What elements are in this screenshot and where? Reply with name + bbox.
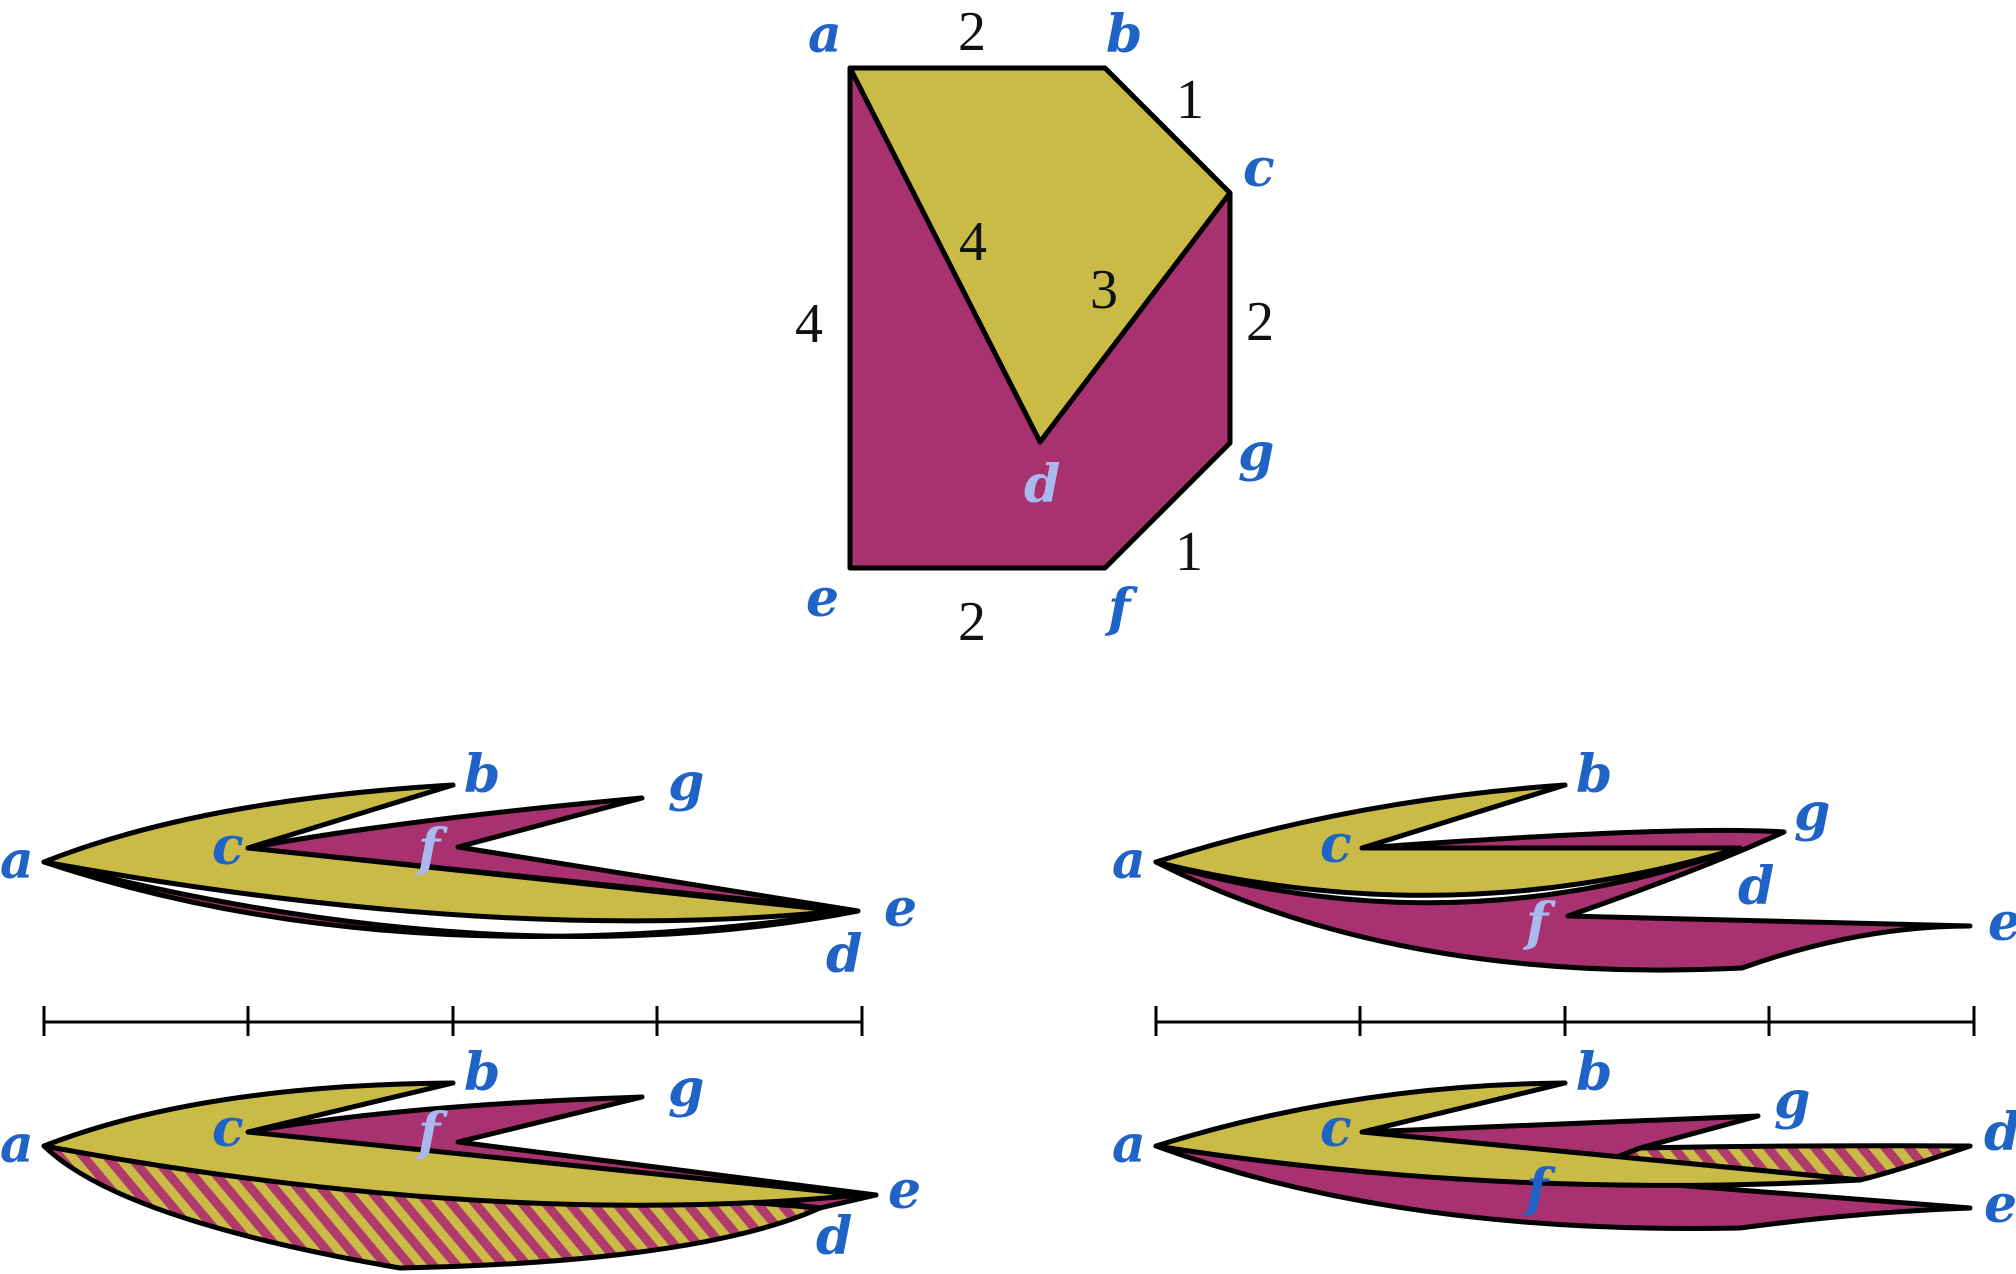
vertex-label-b: b [1576,1042,1612,1103]
vertex-label-a: a [0,1114,34,1175]
edge-length-dc: 3 [1090,259,1118,321]
vertex-label-g: g [1774,1070,1810,1131]
vertex-label-e: e [1984,1174,2016,1235]
vertex-label-c: c [1320,814,1352,875]
magenta-region [847,65,1233,571]
vertex-label-e: e [884,878,917,939]
vertex-label-c: c [1320,1098,1352,1159]
vertex-label-b: b [1576,744,1612,805]
edge-length-ab: 2 [958,1,986,63]
vertex-label-d: d [1738,856,1774,917]
vertex-label-g: g [668,1058,704,1119]
vertex-label-c: c [1243,138,1275,199]
vertex-label-e: e [806,568,839,629]
vertex-label-a: a [1112,1114,1146,1175]
vertex-label-d: d [1024,454,1060,515]
magenta-strip [1153,827,1973,973]
vertex-label-a: a [808,4,842,65]
edge-length-ad: 4 [959,211,987,273]
flat-polygon: a b c d e f g 2 1 2 1 2 4 4 3 [795,1,1275,653]
fold-bottom-left: a b c f g e d [0,1042,921,1271]
olive-strip [1153,1080,1863,1188]
vertex-label-c: c [212,816,244,877]
fold-top-right: a b c g d f e [1112,744,2016,973]
vertex-label-a: a [1112,830,1146,891]
vertex-label-d: d [826,924,862,985]
edge-length-fe: 2 [958,591,986,653]
ruler-right [1154,1006,1976,1036]
vertex-label-b: b [1106,4,1142,65]
vertex-label-e: e [1988,892,2016,953]
vertex-label-d: d [816,1206,852,1267]
vertex-label-g: g [668,752,704,813]
vertex-label-b: b [464,1042,500,1103]
edge-length-ea: 4 [795,293,823,355]
edge-length-gf: 1 [1175,521,1203,583]
vertex-label-b: b [464,744,500,805]
vertex-label-d: d [1984,1102,2016,1163]
fold-top-left: a b c f g e d [0,744,917,985]
ruler-left [42,1006,864,1036]
fold-bottom-right: a b c g f d e [1112,1042,2016,1235]
edge-length-cg: 2 [1246,291,1274,353]
vertex-label-c: c [212,1098,244,1159]
vertex-label-a: a [0,830,34,891]
vertex-label-g: g [1238,422,1274,483]
olive-strip [41,782,843,924]
olive-strip [1153,782,1743,898]
edge-length-bc: 1 [1176,69,1204,131]
olive-strip [41,1080,863,1208]
vertex-label-g: g [1794,782,1830,843]
vertex-label-f: f [1104,578,1138,639]
vertex-label-e: e [888,1160,921,1221]
